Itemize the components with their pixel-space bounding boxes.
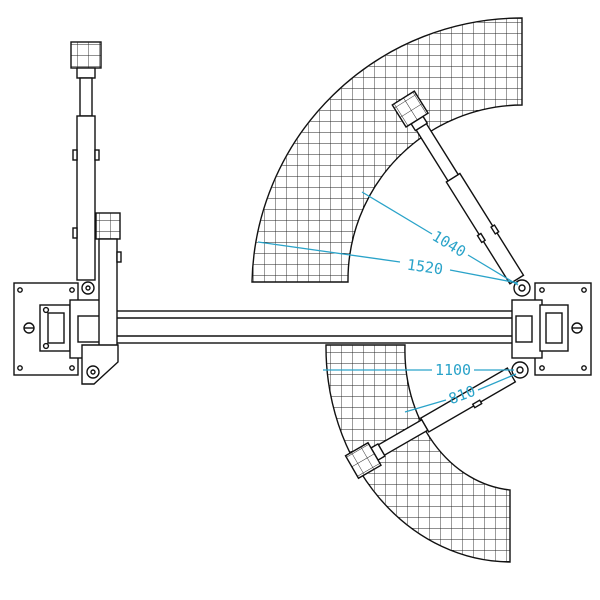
lower-arm-swing-zone	[325, 344, 511, 563]
dimension-lower-long-label: 1100	[435, 361, 471, 379]
upper-arm-swing-zone	[251, 17, 523, 283]
left-short-arm	[81, 212, 122, 385]
dimension-lower-long: 1100	[323, 361, 514, 379]
left-long-arm	[70, 41, 102, 295]
right-column-base	[511, 282, 592, 376]
crossbeam	[111, 310, 516, 344]
dimension-upper-long: 1520	[257, 241, 519, 284]
dimension-upper-long-label: 1520	[406, 256, 444, 279]
right-upper-arm	[391, 90, 531, 297]
right-lower-arm	[344, 361, 529, 480]
dimension-upper-short-label: 1040	[429, 227, 469, 261]
